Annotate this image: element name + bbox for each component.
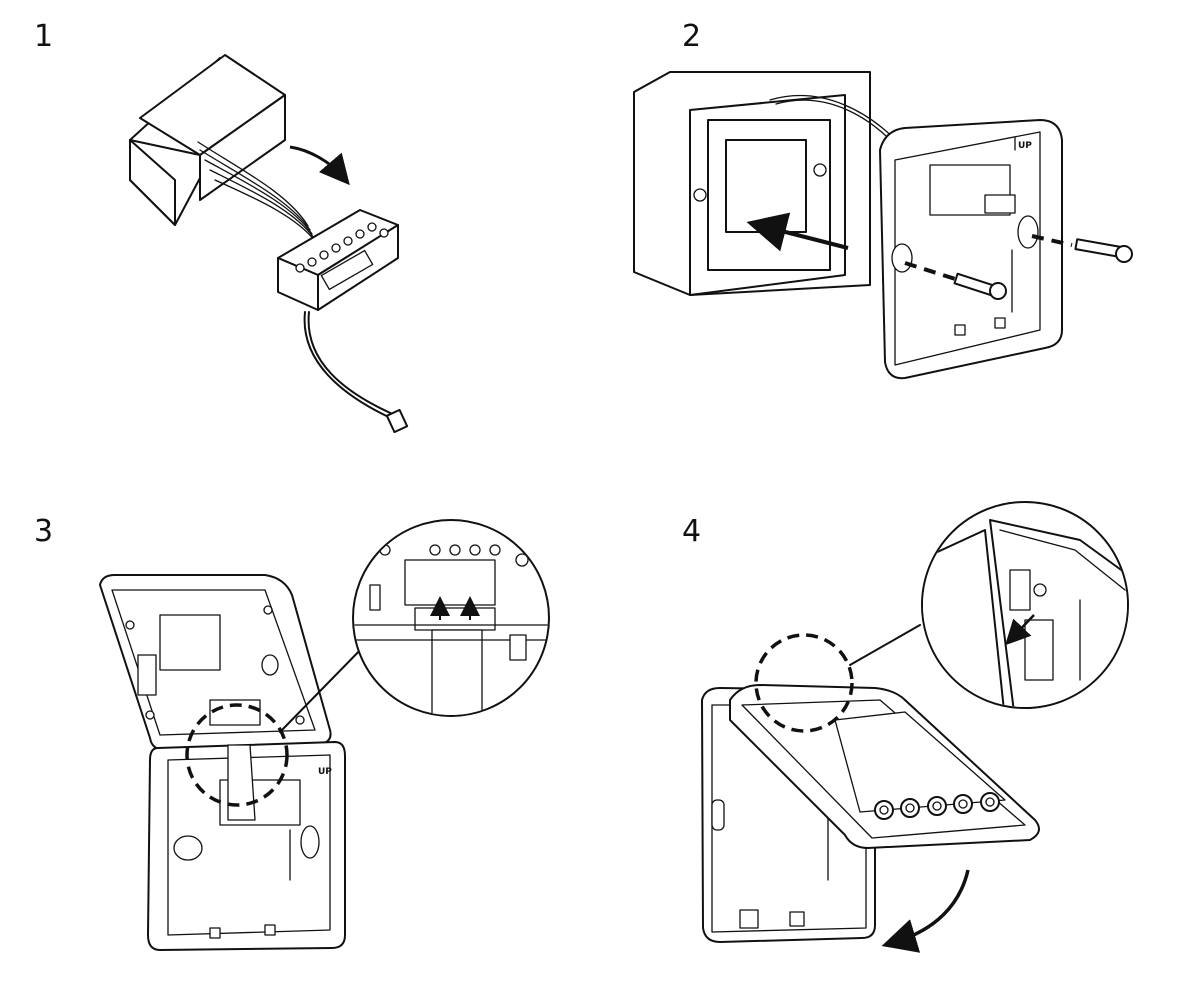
step-3-number: 3 — [34, 514, 54, 549]
backplate-step3: UP — [147, 741, 346, 951]
detail-circle-marker — [185, 703, 289, 807]
screw-left — [953, 272, 1007, 300]
wall-box-open — [633, 71, 906, 296]
step-1-illustration — [129, 54, 409, 434]
detail-circle-marker-step4 — [754, 633, 854, 733]
screw-right — [1074, 238, 1133, 263]
step-3-illustration: UP — [99, 519, 550, 951]
up-label: UP — [1018, 141, 1032, 151]
button-row — [874, 792, 1000, 820]
terminal-block — [277, 209, 399, 311]
insert-arrow — [746, 212, 849, 252]
step-2-number: 2 — [682, 19, 702, 54]
thermostat-front — [729, 684, 1040, 849]
step-1-number: 1 — [34, 19, 54, 54]
sensor-connector — [385, 408, 409, 434]
ribbon-cable — [197, 141, 317, 243]
wall-box — [129, 54, 286, 226]
backplate: UP — [879, 119, 1063, 380]
zoom-detail-connector — [352, 519, 550, 717]
step-2-illustration: UP — [633, 71, 1133, 380]
rotation-arrow — [289, 145, 350, 186]
up-label-step3: UP — [318, 767, 332, 777]
pcb-front — [99, 574, 332, 751]
step-4-illustration — [701, 501, 1129, 953]
step-4-number: 4 — [682, 514, 702, 549]
sensor-cable — [303, 311, 396, 421]
close-arrow — [881, 869, 970, 953]
zoom-detail-clip — [921, 501, 1129, 709]
